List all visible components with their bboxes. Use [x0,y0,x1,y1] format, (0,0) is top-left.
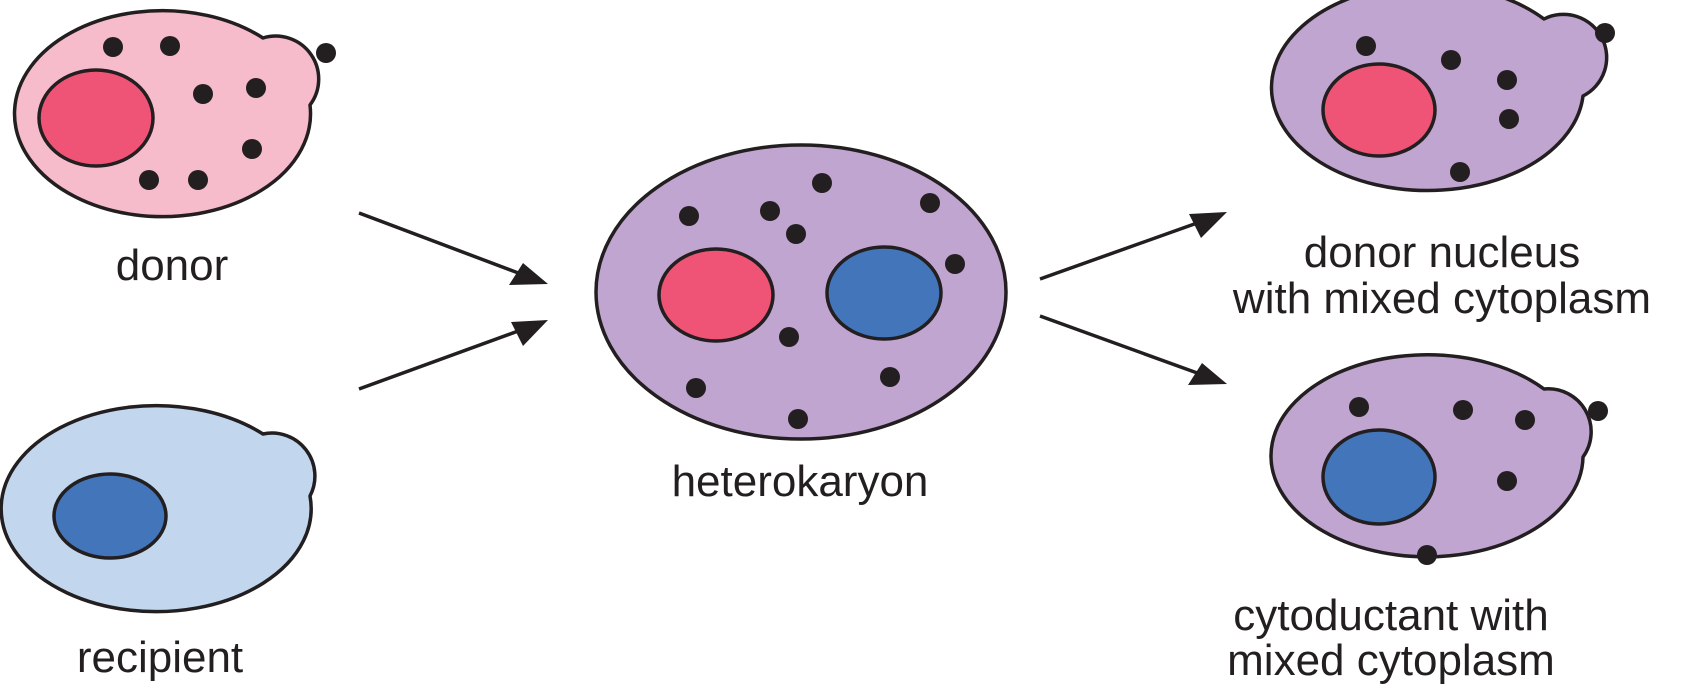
arrow-recipient-to-heterokaryon [358,320,548,391]
cytoductant-product-nucleus [1321,428,1437,526]
heterokaryon-mitochondria [679,173,965,429]
mitochondrion [246,78,266,98]
segregation-arrows [1039,212,1227,385]
arrow-donor-to-heterokaryon [358,211,548,285]
donor-nucleus-product-cell-body [1269,0,1609,193]
mitochondrion [1450,162,1470,182]
mitochondrion [188,170,208,190]
mitochondrion [1588,401,1608,421]
donor-nucleus-product-label-line1: donor nucleus [1304,228,1580,277]
donor-mitochondria [103,36,336,190]
recipient-label: recipient [77,633,243,682]
mitochondrion [1499,109,1519,129]
mitochondrion [1441,50,1461,70]
arrow-to-cytoductant-product [1039,314,1227,385]
mitochondrion [880,367,900,387]
heterokaryon-recipient-nucleus [825,245,943,341]
arrow-to-donor-nucleus-product [1039,212,1227,281]
heterokaryon-label: heterokaryon [672,457,929,506]
cytoductant-product-mitochondria [1349,397,1608,565]
mitochondrion [1453,400,1473,420]
mitochondrion [920,193,940,213]
recipient-nucleus [52,472,168,560]
donor-label: donor [116,241,229,290]
mitochondrion [193,84,213,104]
mitochondrion [1356,36,1376,56]
donor-nucleus-product-nucleus [1321,62,1437,158]
donor-nucleus-product-mitochondria [1356,23,1615,182]
mitochondrion [1515,410,1535,430]
mitochondrion [812,173,832,193]
mitochondrion [1497,471,1517,491]
mitochondrion [160,36,180,56]
mitochondrion [788,409,808,429]
mitochondrion [760,201,780,221]
heterokaryon-donor-nucleus [657,247,775,343]
fusion-arrows [358,211,548,391]
cytoductant-product-label-line2: mixed cytoplasm [1227,636,1555,685]
mitochondrion [779,327,799,347]
mitochondrion [242,139,262,159]
mitochondrion [1497,70,1517,90]
donor-cell: donor [12,8,336,290]
cytoductant-product-label-line1: cytoductant with [1233,591,1549,640]
recipient-cell: recipient [0,403,317,682]
mitochondrion [686,378,706,398]
mitochondrion [139,170,159,190]
heterokaryon-cell: heterokaryon [594,143,1008,506]
donor-nucleus-product-cell: donor nucleus with mixed cytoplasm [1232,0,1651,323]
mitochondrion [316,43,336,63]
mitochondrion [679,206,699,226]
mitochondrion [103,37,123,57]
mitochondrion [786,224,806,244]
cytoductant-product-cell: cytoductant with mixed cytoplasm [1227,353,1608,685]
mitochondrion [1349,397,1369,417]
donor-nucleus-product-label-line2: with mixed cytoplasm [1232,274,1651,323]
mitochondrion [1417,545,1437,565]
donor-nucleus [37,68,155,168]
mitochondrion [945,254,965,274]
mitochondrion [1595,23,1615,43]
